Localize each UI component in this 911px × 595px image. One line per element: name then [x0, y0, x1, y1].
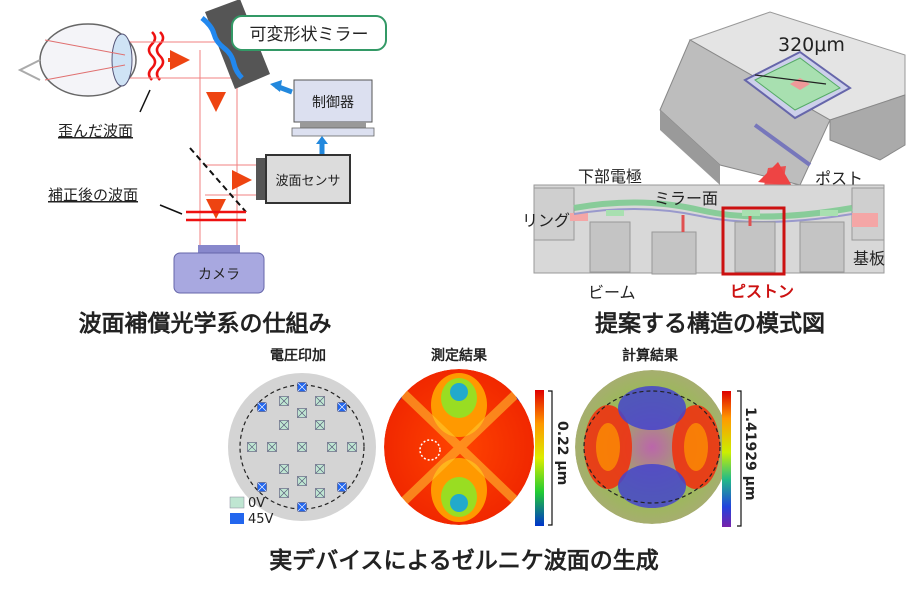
- lower-electrode-label: 下部電極: [578, 167, 642, 186]
- calculated-map: [575, 370, 729, 524]
- electrode-cross: [315, 464, 325, 474]
- electrode-cross: [257, 402, 267, 412]
- substrate-label: 基板: [853, 249, 885, 268]
- structure-caption: 提案する構造の模式図: [595, 310, 825, 337]
- optics-diagram: 歪んだ波面 可変形状ミラー 制御器: [17, 0, 387, 337]
- electrode-cross: [279, 396, 289, 406]
- size-label: 320μm: [778, 34, 845, 56]
- post-label: ポスト: [815, 169, 863, 188]
- electrode-cross: [297, 502, 307, 512]
- electrode-cross: [327, 442, 337, 452]
- arrow-head: [270, 80, 282, 92]
- distorted-wavefront-label: 歪んだ波面: [58, 122, 133, 140]
- electrode-cross: [267, 442, 277, 452]
- pointer-line: [159, 204, 183, 215]
- dm-label: 可変形状ミラー: [250, 25, 369, 45]
- corrected-wavefront-label: 補正後の波面: [48, 186, 138, 204]
- eye-icon: [17, 23, 137, 97]
- distorted-wavefront-icon: [147, 31, 165, 81]
- calc-title: 計算結果: [622, 347, 679, 364]
- voltage-title: 電圧印加: [270, 347, 326, 364]
- electrode-cross: [279, 464, 289, 474]
- legend-45v-label: 45V: [248, 512, 274, 527]
- electrode-cross: [315, 488, 325, 498]
- measured-scale-label: 0.22 μm: [554, 421, 570, 485]
- electrode-cross: [297, 382, 307, 392]
- camera-icon: [173, 245, 265, 294]
- camera-label: カメラ: [198, 267, 240, 283]
- measured-scale-bracket: [548, 390, 553, 526]
- arrow-head: [758, 162, 792, 186]
- results-panel: 電圧印加 測定結果 計算結果 0V 45V: [228, 347, 758, 574]
- calc-aperture-outline: [583, 390, 721, 504]
- measured-map: [384, 369, 534, 525]
- beam-splitter: [189, 147, 247, 213]
- electrode-cross: [347, 442, 357, 452]
- device-3d-icon: [659, 11, 906, 186]
- electrode-cross: [337, 482, 347, 492]
- controller-icon: [291, 79, 375, 137]
- electrode-cross: [297, 476, 307, 486]
- voltage-map: [228, 373, 376, 521]
- electrode-cross: [297, 442, 307, 452]
- mirror-surface-label: ミラー面: [654, 189, 718, 208]
- piston-label: ピストン: [730, 282, 794, 301]
- results-caption: 実デバイスによるゼルニケ波面の生成: [269, 547, 659, 574]
- calc-colorbar: [722, 391, 731, 527]
- structure-diagram: 320μm 下部電極 ミラー面 ポスト リング 基板: [522, 11, 906, 337]
- legend-swatch-0v: [229, 496, 245, 509]
- piston-highlight: [721, 206, 786, 276]
- ring-label: リング: [522, 211, 570, 230]
- arrow-head: [316, 136, 328, 144]
- wavefront-sensor-icon: [256, 154, 351, 204]
- electrode-cross: [279, 488, 289, 498]
- electrode-cross: [247, 442, 257, 452]
- electrode-cross: [257, 482, 267, 492]
- beam-label: ビーム: [588, 283, 636, 302]
- sensor-label: 波面センサ: [275, 174, 340, 189]
- controller-label: 制御器: [312, 95, 354, 111]
- calc-scale-label: 1.41929 μm: [742, 407, 758, 501]
- measured-colorbar: [535, 390, 544, 526]
- pointer-line: [139, 89, 151, 113]
- dm-label-box: [231, 15, 387, 51]
- electrode-cross: [315, 396, 325, 406]
- legend-0v-label: 0V: [248, 496, 265, 511]
- electrode-cross: [337, 402, 347, 412]
- measured-title: 測定結果: [431, 347, 488, 364]
- legend-swatch-45v: [230, 513, 244, 524]
- electrode-cross: [315, 420, 325, 430]
- electrode-cross: [297, 408, 307, 418]
- calc-scale-bracket: [737, 390, 742, 527]
- cross-section: [533, 184, 885, 275]
- electrode-cross: [279, 420, 289, 430]
- optics-caption: 波面補償光学系の仕組み: [79, 310, 332, 337]
